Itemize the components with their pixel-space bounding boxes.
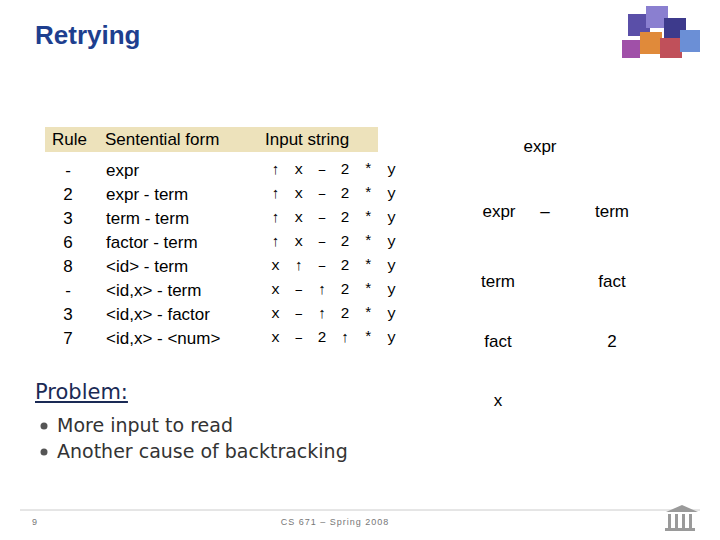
bullet-text: Another cause of backtracking xyxy=(57,440,457,463)
page-number: 9 xyxy=(32,517,52,528)
cube xyxy=(640,32,662,54)
pillar xyxy=(682,514,685,528)
parse-tree-symbol: x xyxy=(458,391,538,411)
bullet xyxy=(41,423,48,430)
parse-tree-symbol: expr xyxy=(500,137,580,157)
rule-number: 2 xyxy=(53,185,83,205)
footer-rule xyxy=(20,510,700,511)
pillar xyxy=(668,514,671,528)
parse-tree-symbol: 2 xyxy=(572,332,652,352)
footer-text: CS 671 – Spring 2008 xyxy=(235,517,435,528)
rule-number: 7 xyxy=(53,329,83,349)
sentential-form: expr xyxy=(106,161,266,181)
slide-title: Retrying xyxy=(35,20,335,51)
sentential-form: expr - term xyxy=(106,185,266,205)
sentential-form: factor - term xyxy=(106,233,266,253)
table-header: Sentential form xyxy=(105,130,265,150)
base xyxy=(665,528,695,531)
sentential-form: <id,x> - <num> xyxy=(106,329,266,349)
table-header: Input string xyxy=(265,130,425,150)
rule-number: 3 xyxy=(53,305,83,325)
parse-tree-symbol: term xyxy=(458,272,538,292)
problem-heading: Problem: xyxy=(35,380,235,405)
rule-number: - xyxy=(53,281,83,301)
cube-logo xyxy=(622,6,700,58)
sentential-form: <id,x> - factor xyxy=(106,305,266,325)
input-string: ↑ x – 2 * y xyxy=(271,234,421,252)
rule-number: 8 xyxy=(53,257,83,277)
parse-tree-symbol: fact xyxy=(458,332,538,352)
rule-number: 3 xyxy=(53,209,83,229)
input-string: x – ↑ 2 * y xyxy=(271,306,421,324)
rule-number: - xyxy=(53,161,83,181)
input-string: x – 2 ↑ * y xyxy=(271,330,421,348)
input-string: x ↑ – 2 * y xyxy=(271,258,421,276)
cube xyxy=(680,30,700,52)
bullet xyxy=(41,449,48,456)
parse-tree-symbol: expr xyxy=(459,202,539,222)
parse-tree-symbol: fact xyxy=(572,272,652,292)
cube xyxy=(660,38,682,58)
rule-number: 6 xyxy=(53,233,83,253)
sentential-form: <id,x> - term xyxy=(106,281,266,301)
roof xyxy=(666,505,698,512)
pillar xyxy=(675,514,678,528)
cube xyxy=(622,40,640,58)
bullet-text: More input to read xyxy=(57,414,457,437)
input-string: x – ↑ 2 * y xyxy=(271,282,421,300)
parse-tree-symbol: term xyxy=(572,202,652,222)
input-string: ↑ x – 2 * y xyxy=(271,210,421,228)
building-logo xyxy=(665,505,698,531)
pillar xyxy=(689,514,692,528)
sentential-form: term - term xyxy=(106,209,266,229)
input-string: ↑ x – 2 * y xyxy=(271,162,421,180)
input-string: ↑ x – 2 * y xyxy=(271,186,421,204)
parse-tree-symbol: – xyxy=(505,202,585,222)
sentential-form: <id> - term xyxy=(106,257,266,277)
